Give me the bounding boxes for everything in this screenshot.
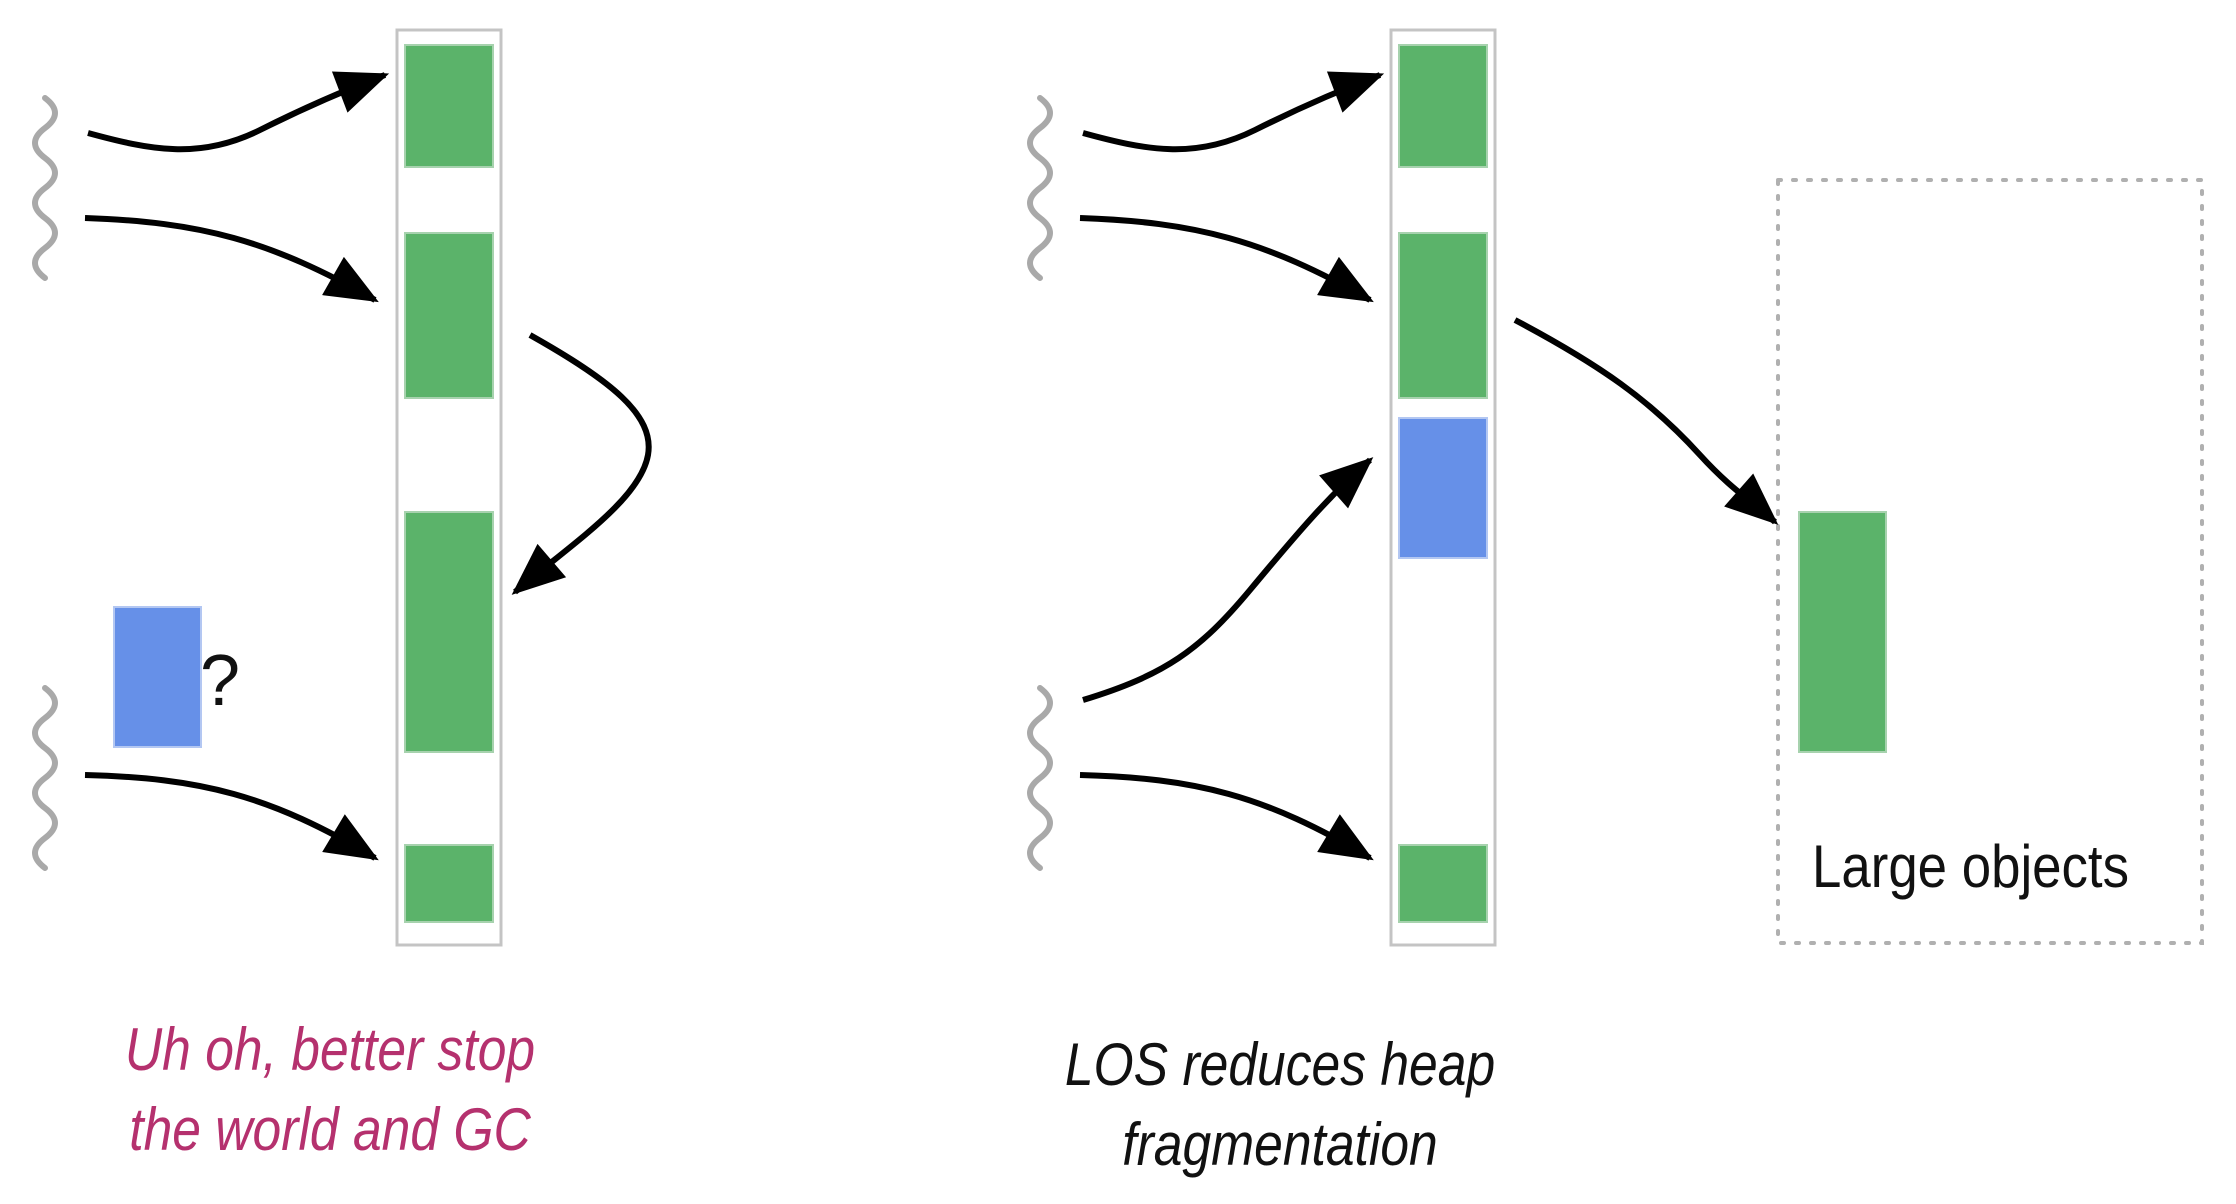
question-mark: ? — [200, 641, 241, 721]
arrow-icon — [511, 332, 652, 595]
arrow-icon — [1082, 71, 1385, 153]
heap-object-green — [1398, 844, 1488, 923]
right-scenario — [1027, 28, 2204, 947]
heap-object-blue — [1398, 417, 1488, 559]
thread-wave-icon — [32, 95, 58, 281]
heap-object-green — [404, 844, 494, 923]
left-caption-line1: Uh oh, better stop — [124, 1016, 536, 1083]
heap-object-green — [404, 44, 494, 168]
heap-object-green — [1398, 232, 1488, 399]
heap-column-left — [395, 28, 503, 947]
right-caption: LOS reduces heap fragmentation — [1039, 1025, 1521, 1185]
large-objects-label: Large objects — [1812, 833, 2130, 900]
heap-object-green — [1398, 44, 1488, 168]
right-caption-line1: LOS reduces heap — [1064, 1031, 1496, 1098]
thread-wave-icon — [32, 685, 58, 871]
heap-object-green — [404, 511, 494, 753]
pending-large-object — [113, 606, 202, 748]
arrow-icon — [84, 772, 379, 861]
heap-object-green — [404, 232, 494, 399]
arrow-icon — [1513, 317, 1779, 525]
large-object-green — [1798, 511, 1887, 753]
left-scenario — [32, 28, 652, 947]
arrow-icon — [1082, 457, 1374, 703]
left-caption-line2: the world and GC — [129, 1096, 531, 1163]
thread-wave-icon — [1027, 95, 1053, 281]
arrow-icon — [84, 215, 379, 303]
arrow-icon — [1079, 215, 1374, 303]
right-caption-line2: fragmentation — [1122, 1111, 1438, 1178]
arrow-icon — [1079, 772, 1374, 861]
left-caption: Uh oh, better stop the world and GC — [98, 1010, 562, 1170]
large-object-space — [1776, 178, 2204, 945]
thread-wave-icon — [1027, 685, 1053, 871]
arrow-icon — [87, 71, 390, 153]
